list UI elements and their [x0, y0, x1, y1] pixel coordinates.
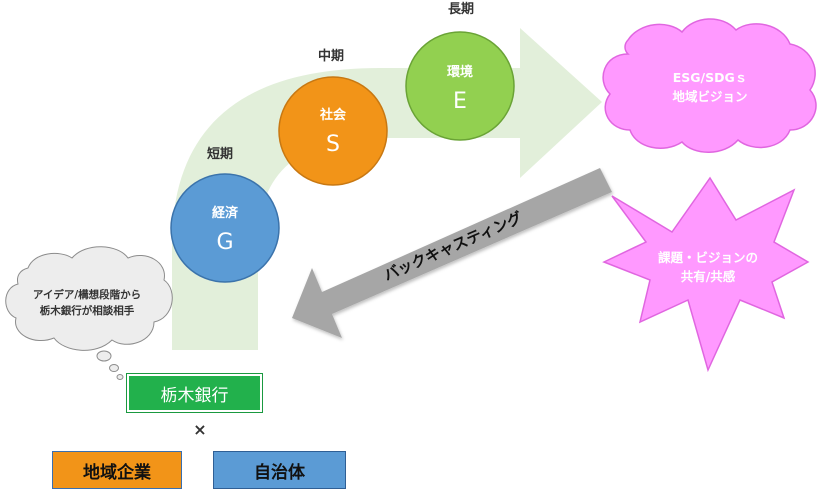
government-box: 自治体: [213, 451, 346, 489]
thought-bubble-line2: 栃木銀行が相談相手: [40, 304, 135, 317]
thought-bubble-line1: アイデア/構想段階から: [33, 288, 141, 301]
backcasting-arrow: [292, 168, 612, 338]
circle-environment-name: 環境: [447, 64, 473, 80]
thought-bubble-shape: [5, 246, 173, 351]
cloud-shape: [602, 18, 817, 153]
vision-cloud-line2: 地域ビジョン: [672, 89, 747, 104]
phase-label-mid: 中期: [318, 48, 344, 64]
circle-economy: 経済 G: [170, 173, 280, 283]
times-sign: ×: [193, 420, 207, 439]
company-label: 地域企業: [83, 462, 151, 483]
vision-cloud-line1: ESG/SDGｓ: [673, 70, 748, 85]
circle-society: 社会 S: [278, 76, 388, 186]
company-box: 地域企業: [52, 451, 182, 489]
bank-label: 栃木銀行: [160, 385, 229, 406]
starburst-shape: 課題・ビジョンの 共有/共感: [602, 176, 810, 373]
thought-bubble-dot-2: [109, 364, 119, 372]
circle-society-letter: S: [326, 132, 340, 157]
circle-economy-letter: G: [216, 230, 233, 255]
thought-bubble: アイデア/構想段階から 栃木銀行が相談相手: [5, 246, 173, 380]
thought-bubble-dot-1: [96, 350, 112, 362]
starburst-polygon: [602, 176, 810, 373]
circle-society-name: 社会: [319, 107, 347, 123]
backcasting-label: バックキャスティング: [381, 208, 525, 284]
thought-bubble-dot-3: [116, 374, 124, 380]
circle-environment-letter: E: [453, 89, 467, 114]
government-label: 自治体: [254, 462, 305, 483]
phase-label-short: 短期: [207, 146, 233, 162]
circle-environment: 環境 E: [405, 31, 515, 141]
bank-box: 栃木銀行: [126, 373, 263, 413]
starburst-line2: 共有/共感: [681, 269, 736, 284]
vision-cloud: ESG/SDGｓ 地域ビジョン: [602, 18, 817, 153]
circle-economy-name: 経済: [212, 205, 239, 221]
phase-label-long: 長期: [448, 2, 474, 17]
starburst-line1: 課題・ビジョンの: [658, 250, 758, 265]
